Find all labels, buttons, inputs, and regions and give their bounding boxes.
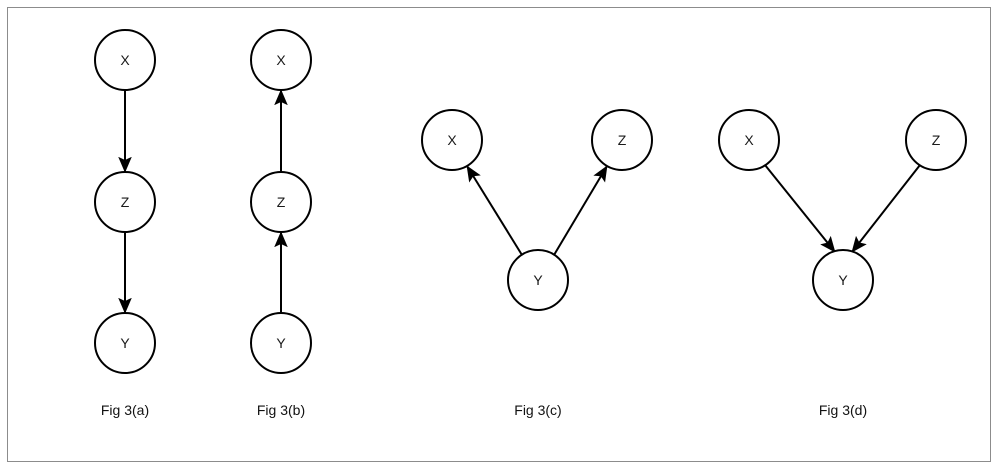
node-b-y[interactable] [250,312,312,374]
node-a-x-label: X [120,52,130,68]
node-a-y[interactable] [94,312,156,374]
node-b-z-label: Z [277,194,286,210]
node-c-x[interactable] [421,109,483,171]
panel-fig-3b: X Z Y Fig 3(b) [250,29,312,418]
panel-fig-3c: X Z Y Fig 3(c) [421,109,653,418]
edge-d-x-to-y [764,164,836,253]
caption-fig-3c: Fig 3(c) [514,402,561,418]
node-d-x-label: X [744,132,754,148]
node-a-z-label: Z [121,194,130,210]
node-d-y[interactable] [812,249,874,311]
caption-fig-3a: Fig 3(a) [101,402,149,418]
node-c-z[interactable] [591,109,653,171]
node-a-y-label: Y [120,335,130,351]
node-d-x[interactable] [718,109,780,171]
node-b-y-label: Y [276,335,286,351]
panel-fig-3d: X Z Y Fig 3(d) [718,109,967,418]
panel-fig-3a: X Z Y Fig 3(a) [94,29,156,418]
caption-fig-3b: Fig 3(b) [257,402,305,418]
node-c-z-label: Z [618,132,627,148]
caption-fig-3d: Fig 3(d) [819,402,867,418]
node-b-x[interactable] [250,29,312,91]
node-a-x[interactable] [94,29,156,91]
node-a-z[interactable] [94,171,156,233]
edge-c-y-to-z [553,165,608,256]
node-b-z[interactable] [250,171,312,233]
edge-d-z-to-y [851,164,921,253]
node-c-y[interactable] [507,249,569,311]
edge-c-y-to-x [466,165,523,256]
node-d-z-label: Z [932,132,941,148]
node-c-x-label: X [447,132,457,148]
node-b-x-label: X [276,52,286,68]
node-c-y-label: Y [533,272,543,288]
node-d-y-label: Y [838,272,848,288]
node-d-z[interactable] [905,109,967,171]
